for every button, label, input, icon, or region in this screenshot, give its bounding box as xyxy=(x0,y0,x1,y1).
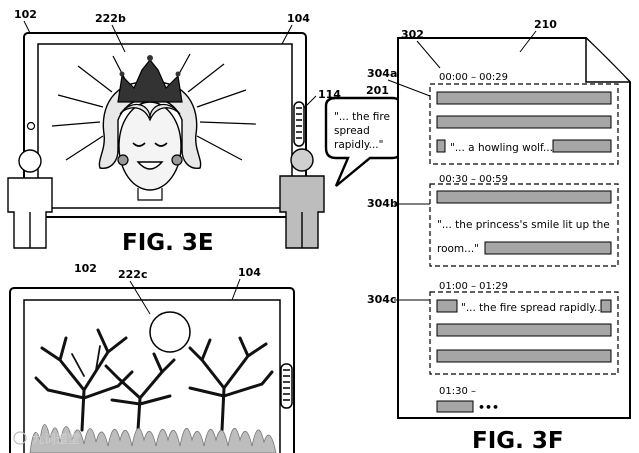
segment-quote: "... a howling wolf..." xyxy=(450,142,558,154)
segment-timestamp: 01:00 – 01:29 xyxy=(439,281,508,292)
light-rays xyxy=(51,53,257,161)
segment-box xyxy=(429,183,619,267)
ref-label-lower-image: 222c xyxy=(118,268,147,281)
speech-line-2: spread xyxy=(334,125,370,137)
tree-icon xyxy=(188,336,274,432)
text-bar xyxy=(436,115,612,129)
text-bar xyxy=(552,139,612,153)
watermark-text: 九词道堂 xyxy=(32,432,80,446)
ref-label-document: 210 xyxy=(534,18,557,31)
fire-flames xyxy=(29,424,277,453)
text-bar xyxy=(436,349,612,363)
speech-line-1: "... the fire xyxy=(334,111,390,123)
moon-icon xyxy=(149,311,191,353)
segment-quote-line2: room..." xyxy=(437,243,479,255)
speech-bubble: "... the fire spread rapidly..." xyxy=(324,96,404,187)
tree-icon xyxy=(34,328,134,432)
text-bar xyxy=(436,400,474,413)
figure-caption-3f: FIG. 3F xyxy=(472,428,564,453)
ref-label-segment-b: 304b xyxy=(367,197,398,210)
segment-timestamp: 00:00 – 00:29 xyxy=(439,72,508,83)
segment-timestamp: 00:30 – 00:59 xyxy=(439,174,508,185)
page-fold xyxy=(585,37,631,83)
smile xyxy=(136,161,164,170)
tree-icon xyxy=(104,352,176,432)
ref-label-segment-c: 304c xyxy=(367,293,396,306)
trailing-timestamp: 01:30 – xyxy=(439,386,476,397)
text-bar xyxy=(436,190,612,204)
text-bar xyxy=(436,139,446,153)
earring-left xyxy=(117,154,129,166)
transcript-segment: 00:00 – 00:29 "... a howling wolf..." xyxy=(429,72,619,165)
figure-caption-3e: FIG. 3E xyxy=(122,230,214,256)
watermark: 九词道堂 xyxy=(13,431,80,446)
person-left-icon xyxy=(7,149,53,249)
ref-label-lower-display: 104 xyxy=(238,266,261,279)
segment-quote-line1: "... the princess's smile lit up the xyxy=(437,219,610,231)
ref-label-segment-a: 304a xyxy=(367,67,397,80)
speech-line-3: rapidly..." xyxy=(334,139,383,151)
earring-right xyxy=(171,154,183,166)
ellipsis: ••• xyxy=(478,401,499,414)
segment-box xyxy=(429,83,619,165)
ref-label-device: 102 xyxy=(14,8,37,21)
person-right-icon xyxy=(279,148,325,249)
ref-label-button: 114 xyxy=(318,88,341,101)
transcript-segment: 01:00 – 01:29 "... the fire spread rapid… xyxy=(429,281,619,375)
lower-side-button[interactable] xyxy=(280,363,293,409)
princess-illustration xyxy=(51,53,257,201)
side-button[interactable] xyxy=(293,101,305,147)
ref-label-display: 104 xyxy=(287,12,310,25)
transcript-segment: 00:30 – 00:59 "... the princess's smile … xyxy=(429,174,619,267)
segment-quote: "... the fire spread rapidly..." xyxy=(461,302,609,314)
fig-lower-device xyxy=(9,287,295,453)
ref-label-image: 222b xyxy=(95,12,126,25)
text-bar xyxy=(436,323,612,337)
camera-icon xyxy=(26,121,36,131)
segment-box xyxy=(429,291,619,375)
ref-label-bubble: 201 xyxy=(366,84,389,97)
crown-icon xyxy=(117,59,183,103)
ref-label-section: 302 xyxy=(401,28,424,41)
text-bar xyxy=(600,299,612,313)
document-page xyxy=(397,37,631,419)
ref-label-lower-device: 102 xyxy=(74,262,97,275)
text-bar xyxy=(436,299,458,313)
text-bar xyxy=(436,91,612,105)
text-bar xyxy=(484,241,612,255)
